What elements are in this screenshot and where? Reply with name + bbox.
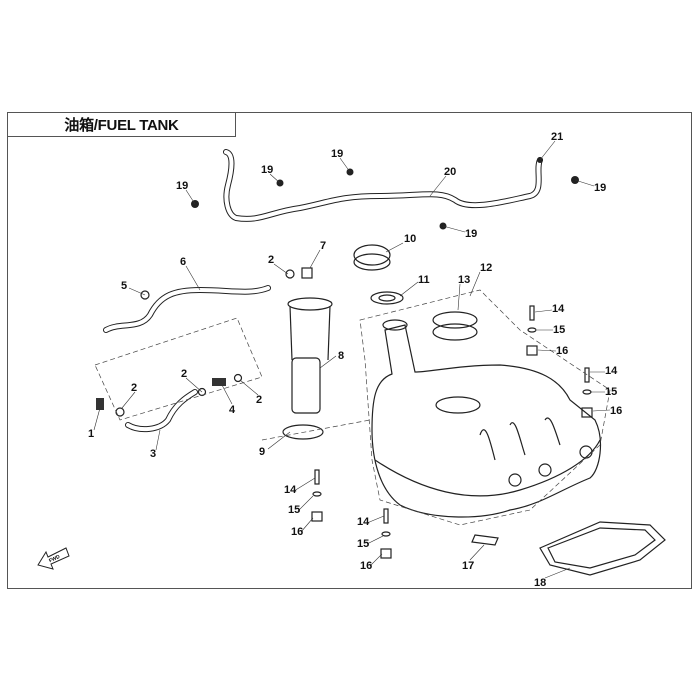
callout-5: 5 — [121, 280, 127, 292]
callout-labels: 19 19 19 20 21 19 19 10 11 12 13 7 2 6 5… — [88, 131, 622, 589]
callout-14: 14 — [552, 303, 565, 315]
callout-2: 2 — [256, 394, 262, 406]
fuel-hose-6 — [103, 285, 271, 333]
fwd-arrow-icon: FWD — [37, 547, 70, 570]
callout-2: 2 — [131, 382, 137, 394]
callout-11: 11 — [418, 274, 430, 286]
callout-14: 14 — [284, 484, 297, 496]
hose-group-outline — [94, 317, 263, 421]
pad-and-plate — [471, 521, 666, 576]
callout-15: 15 — [605, 386, 617, 398]
callout-19: 19 — [465, 228, 477, 240]
page-title: 油箱/FUEL TANK — [7, 112, 236, 137]
callout-16: 16 — [360, 560, 372, 572]
svg-text:FWD: FWD — [48, 554, 61, 564]
callout-12: 12 — [480, 262, 492, 274]
tank-group-outline — [359, 289, 611, 526]
callout-2: 2 — [268, 254, 274, 266]
callout-3: 3 — [150, 448, 156, 460]
callout-9: 9 — [259, 446, 265, 458]
fuel-hose-3 — [96, 373, 243, 433]
callout-7: 7 — [320, 240, 326, 252]
callout-19: 19 — [331, 148, 343, 160]
fuel-tank — [371, 319, 601, 518]
dash-leader — [261, 419, 371, 441]
callout-19: 19 — [594, 182, 606, 194]
callout-8: 8 — [338, 350, 344, 362]
callout-1: 1 — [88, 428, 94, 440]
callout-2: 2 — [181, 368, 187, 380]
callout-19: 19 — [261, 164, 273, 176]
callout-17: 17 — [462, 560, 474, 572]
callout-20: 20 — [444, 166, 456, 178]
callout-6: 6 — [180, 256, 186, 268]
fasteners — [311, 305, 593, 559]
callout-14: 14 — [605, 365, 618, 377]
callout-15: 15 — [357, 538, 369, 550]
callout-18: 18 — [534, 577, 546, 589]
diagram-frame — [7, 112, 692, 589]
callout-13: 13 — [458, 274, 470, 286]
filler-cap — [353, 244, 478, 341]
vent-hose — [223, 149, 543, 222]
callout-10: 10 — [404, 233, 416, 245]
fuel-pump — [282, 267, 333, 440]
callout-19: 19 — [176, 180, 188, 192]
callout-16: 16 — [291, 526, 303, 538]
leader-lines — [93, 140, 611, 579]
callout-15: 15 — [288, 504, 300, 516]
callout-16: 16 — [610, 405, 622, 417]
callout-15: 15 — [553, 324, 565, 336]
callout-14: 14 — [357, 516, 370, 528]
callout-16: 16 — [556, 345, 568, 357]
callout-21: 21 — [551, 131, 563, 143]
callout-4: 4 — [229, 404, 236, 416]
